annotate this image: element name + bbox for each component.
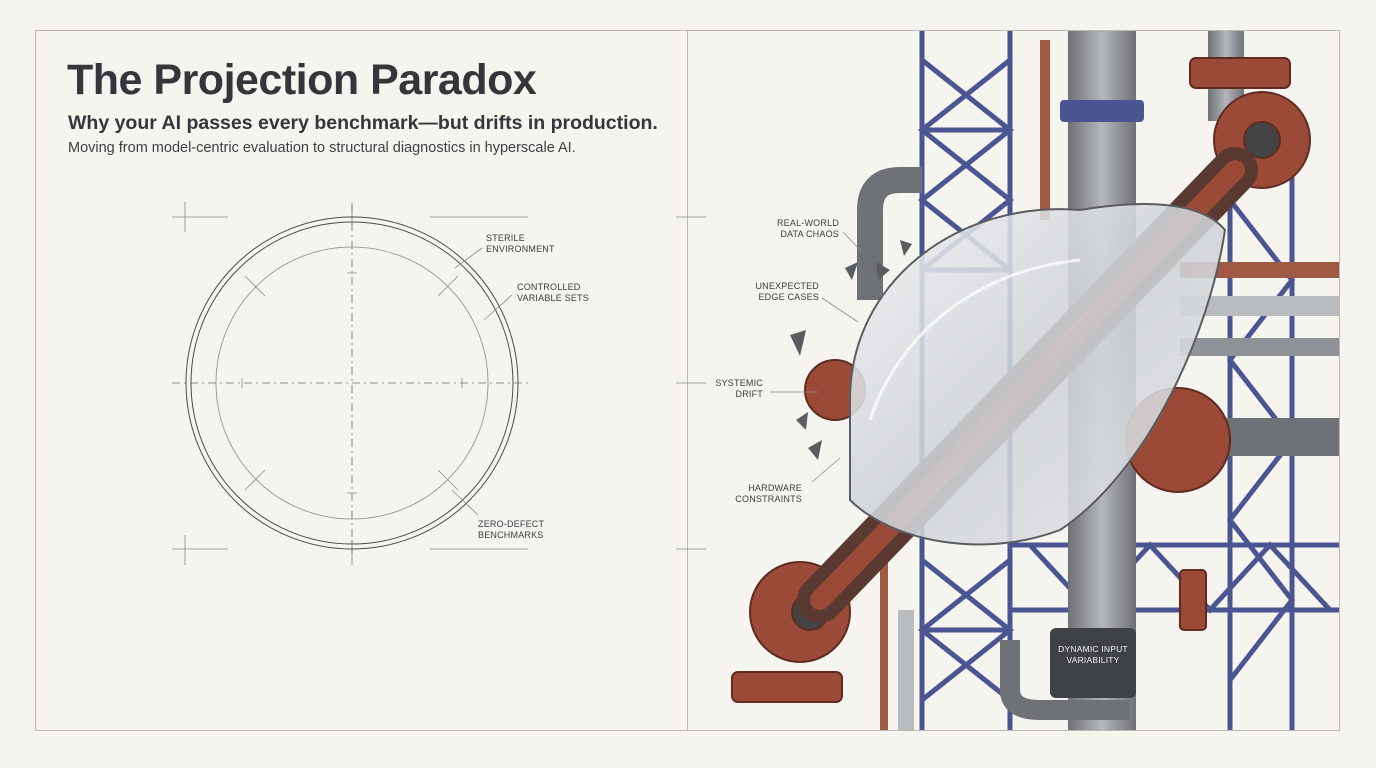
distorted-lens	[849, 203, 1227, 546]
crosshair-ticks	[241, 272, 463, 494]
label-systemic-drift: SYSTEMIC DRIFT	[715, 378, 763, 399]
ring-ticks	[244, 275, 459, 491]
page-subtitle: Why your AI passes every benchmark—but d…	[68, 112, 658, 134]
dynamic-input-tank	[1050, 628, 1136, 698]
page-tagline: Moving from model-centric evaluation to …	[68, 140, 576, 156]
crosshair	[172, 205, 532, 560]
pipes	[857, 40, 1339, 730]
debris-shards	[790, 240, 912, 460]
label-hardware-constraints: HARDWARE CONSTRAINTS	[735, 483, 802, 504]
label-real-world-data-chaos: REAL-WORLD DATA CHAOS	[776, 218, 839, 239]
panel-divider	[687, 30, 688, 731]
label-sterile-environment: STERILE ENVIRONMENT	[486, 233, 555, 254]
leader-lines	[451, 247, 513, 516]
illustration-leader-lines	[770, 231, 863, 483]
edge-ticks	[676, 216, 706, 550]
label-unexpected-edge-cases: UNEXPECTED EDGE CASES	[755, 281, 819, 302]
label-dynamic-input-variability: DYNAMIC INPUT VARIABILITY	[1058, 644, 1128, 665]
label-controlled-variable-sets: CONTROLLED VARIABLE SETS	[517, 282, 589, 303]
label-zero-defect-benchmarks: ZERO-DEFECT BENCHMARKS	[478, 519, 545, 540]
registration-marks	[172, 202, 528, 565]
page-title: The Projection Paradox	[67, 56, 537, 104]
